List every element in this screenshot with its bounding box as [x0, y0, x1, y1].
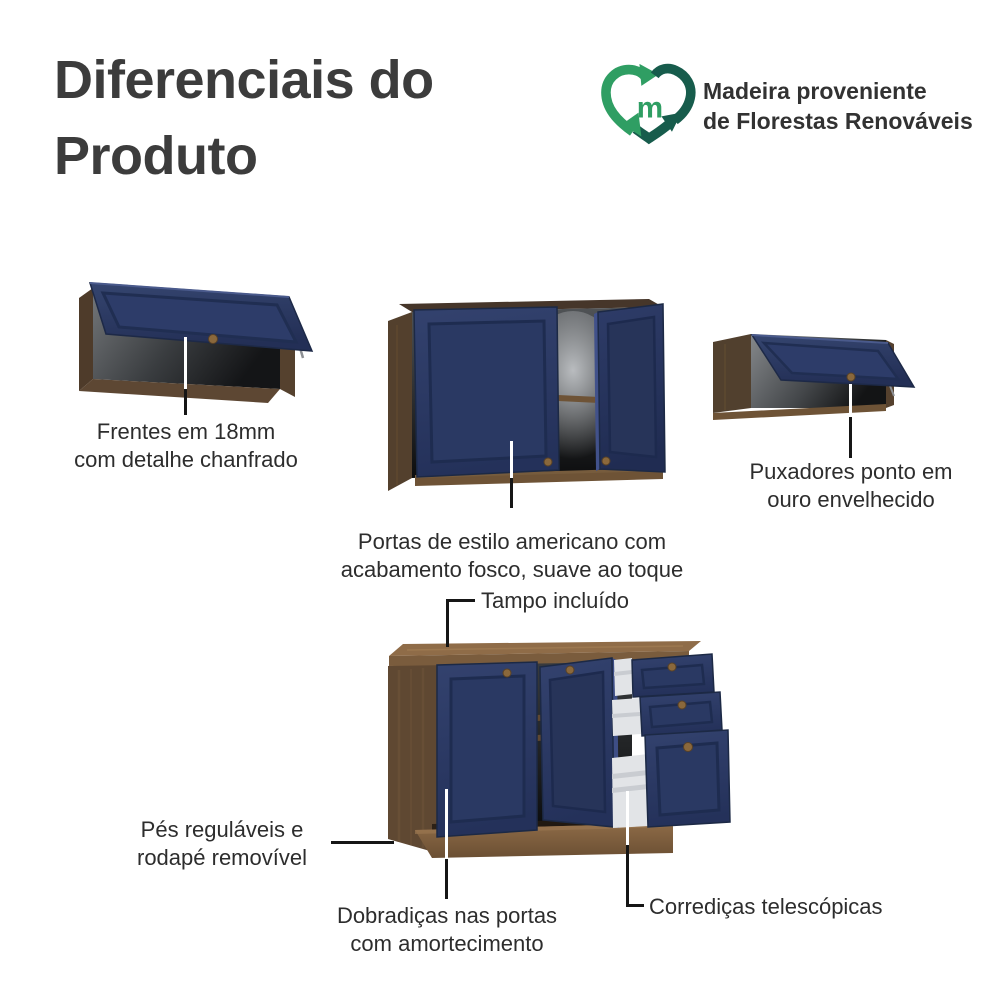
connector-slides-h	[626, 904, 644, 907]
feature-label-fronts: Frentes em 18mm com detalhe chanfrado	[74, 419, 298, 472]
connector-handles	[849, 417, 852, 458]
connector-handles-upper	[849, 384, 852, 417]
page-title-line1: Diferenciais do	[54, 50, 434, 110]
feature-label-doors: Portas de estilo americano com acabament…	[340, 529, 684, 582]
drawer-knob	[683, 742, 693, 752]
door-knob	[846, 372, 856, 382]
drawer-bottom	[612, 729, 731, 828]
door-knob	[565, 665, 575, 675]
page-title: Diferenciais do Produto	[54, 42, 534, 194]
eco-badge-line1: Madeira proveniente	[703, 78, 927, 104]
flip-door	[88, 282, 314, 352]
eco-badge: m Madeira proveniente de Florestas Renov…	[601, 58, 981, 148]
drawer-knob	[677, 700, 687, 710]
door-knob	[601, 456, 611, 466]
page-title-line2: Produto	[54, 126, 258, 186]
door-knob	[208, 334, 218, 344]
connector-fronts-upper	[184, 337, 187, 389]
eco-badge-line2: de Florestas Renováveis	[703, 108, 973, 134]
connector-doors	[510, 478, 513, 508]
feature-label-feet: Pés reguláveis e rodapé removível	[137, 817, 307, 870]
feature-label-hinges: Dobradiças nas portas com amortecimento	[336, 903, 558, 956]
eco-badge-text: Madeira proveniente de Florestas Renováv…	[703, 76, 993, 136]
drawer-top	[614, 653, 715, 698]
connector-doors-upper	[510, 441, 513, 478]
drawer-middle	[612, 691, 723, 737]
connector-slides-upper	[626, 791, 629, 845]
connector-countertop-v	[446, 599, 449, 647]
countertop	[389, 641, 701, 666]
connector-slides-v	[626, 845, 629, 907]
connector-hinges	[445, 859, 448, 899]
connector-feet	[331, 841, 394, 844]
connector-fronts	[184, 389, 187, 415]
door-knob	[543, 457, 553, 467]
door-knob	[502, 668, 512, 678]
wall-cabinet-flip-illustration	[79, 282, 314, 403]
flip-door	[750, 334, 916, 388]
base-cabinet-illustration	[388, 641, 731, 858]
connector-hinges-upper	[445, 789, 448, 859]
feature-label-handles: Puxadores ponto em ouro envelhecido	[749, 459, 953, 512]
open-door	[594, 303, 666, 473]
open-door	[539, 657, 619, 828]
wall-cabinet-double-illustration	[388, 299, 666, 491]
closed-door	[436, 661, 538, 838]
feature-label-countertop: Tampo incluído	[481, 588, 629, 613]
recycle-heart-icon: m	[601, 63, 696, 145]
closed-door	[413, 306, 560, 478]
eco-badge-letter: m	[637, 91, 663, 124]
drawer-knob	[667, 662, 677, 672]
feature-label-slides: Corrediças telescópicas	[649, 894, 883, 919]
wall-cabinet-flip-small-illustration	[713, 334, 916, 420]
connector-countertop-h	[446, 599, 475, 602]
